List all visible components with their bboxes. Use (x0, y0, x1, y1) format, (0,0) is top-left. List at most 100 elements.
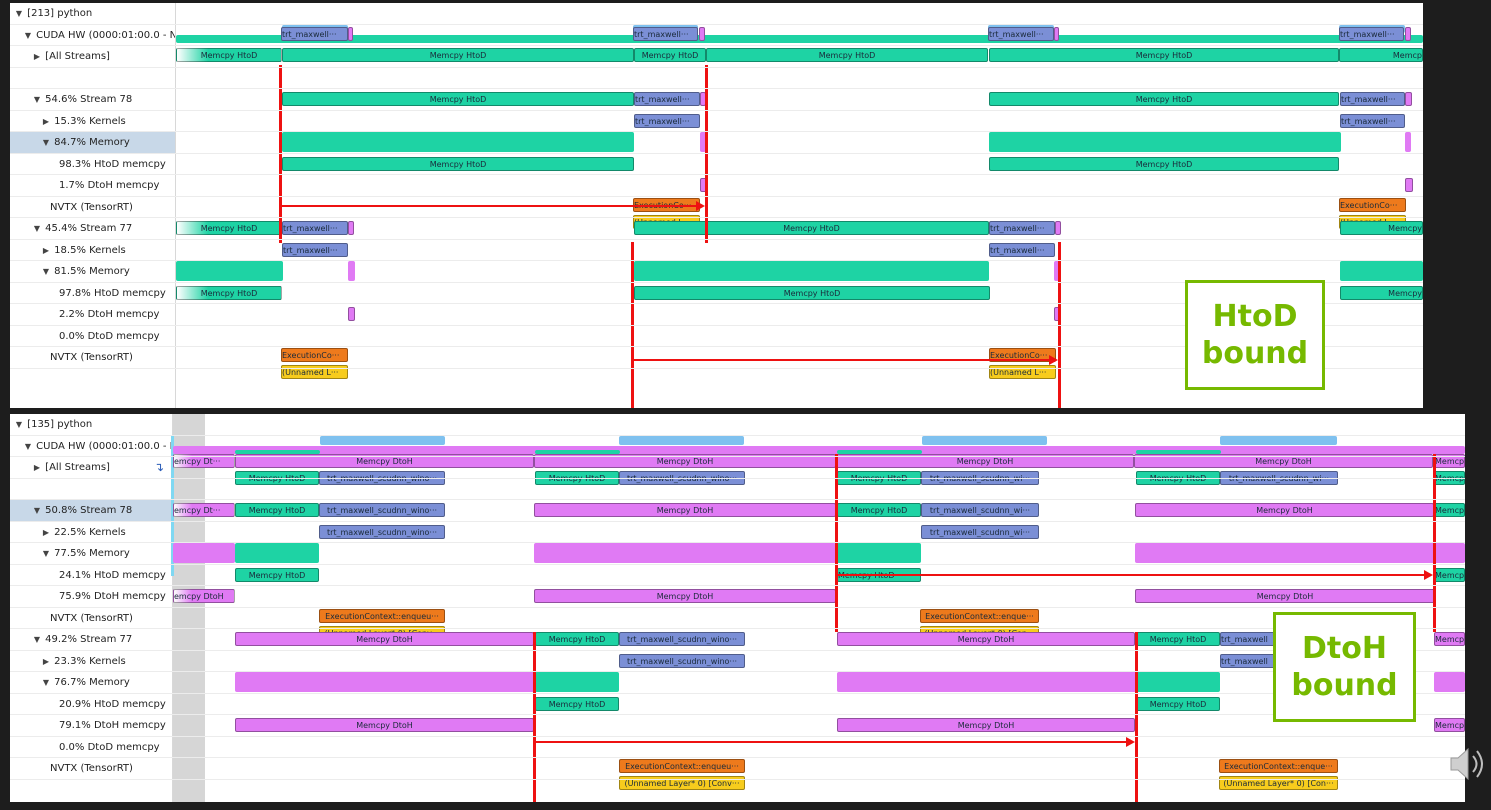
timeline-event[interactable]: Memcpy DtoH (235, 632, 534, 646)
timeline-event[interactable]: Memcpy HtoD (634, 286, 990, 300)
speaker-icon[interactable] (1448, 744, 1486, 784)
dtoh-event[interactable] (1405, 92, 1412, 106)
timeline-event[interactable]: Memcpy DtoH (235, 454, 534, 468)
timeline-event[interactable]: Memcpy HtoD (1136, 697, 1220, 711)
memory-activity[interactable] (348, 261, 355, 281)
dtoh-event[interactable] (1054, 27, 1059, 41)
top-timeline-area[interactable]: trt_maxwell··· trt_maxwell··· trt_maxwell·… (176, 3, 1423, 408)
timeline-event[interactable]: ExecutionContext::enque··· (920, 609, 1039, 623)
row-label[interactable]: ▶ 18.5% Kernels (10, 240, 175, 261)
expand-caret-right-icon[interactable]: ▶ (42, 117, 50, 126)
memory-activity[interactable] (837, 672, 1137, 692)
dtoh-event[interactable] (348, 27, 353, 41)
expand-caret-down-icon[interactable]: ▼ (33, 224, 41, 233)
row-label[interactable]: ▼ 50.8% Stream 78 (10, 500, 172, 521)
timeline-event[interactable]: Memcp (1339, 48, 1423, 62)
expand-caret-down-icon[interactable]: ▼ (24, 31, 32, 40)
timeline-event[interactable]: Memcpy HtoD (176, 48, 282, 62)
cuda-hw-summary[interactable] (173, 446, 1465, 454)
expand-caret-right-icon[interactable]: ▶ (42, 528, 50, 537)
dtoh-event[interactable] (699, 27, 705, 41)
memory-activity[interactable] (534, 543, 836, 563)
timeline-event[interactable]: Memcpy HtoD (1136, 632, 1220, 646)
row-label[interactable]: ▼ 81.5% Memory (10, 261, 175, 282)
timeline-event[interactable]: Memcpy HtoD (282, 92, 634, 106)
expand-caret-right-icon[interactable]: ▶ (42, 246, 50, 255)
row-label[interactable]: ▼ [135] python (10, 414, 172, 435)
row-label[interactable]: ▶ 15.3% Kernels (10, 111, 175, 132)
cuda-hw-htod[interactable] (535, 450, 620, 454)
cuda-hw-htod[interactable] (235, 450, 320, 454)
timeline-event[interactable]: ExecutionCo··· (281, 348, 348, 362)
timeline-event[interactable]: trt_maxwell··· (634, 92, 700, 106)
timeline-event[interactable]: Memcpy HtoD (282, 157, 634, 171)
timeline-event[interactable]: trt_maxwell··· (989, 221, 1055, 235)
timeline-event[interactable]: ExecutionCo··· (1339, 198, 1406, 212)
cuda-hw-activity[interactable] (1220, 436, 1337, 445)
row-label[interactable]: ▼ CUDA HW (0000:01:00.0 - NVI (10, 25, 175, 46)
timeline-event[interactable]: Memcpy DtoH (837, 632, 1135, 646)
memory-activity[interactable] (700, 132, 706, 152)
memory-activity[interactable] (1405, 132, 1411, 152)
row-label[interactable]: ▼ 49.2% Stream 77 (10, 629, 172, 650)
memory-activity[interactable] (235, 672, 535, 692)
memory-activity[interactable] (176, 261, 283, 281)
timeline-event[interactable]: trt_maxwell··· (989, 243, 1055, 257)
row-label[interactable]: ▶ [All Streams]↴ (10, 457, 172, 478)
expand-caret-right-icon[interactable]: ▶ (33, 52, 41, 61)
timeline-event[interactable]: Memcpy HtoD (989, 48, 1339, 62)
timeline-event[interactable]: trt_maxwell··· (1339, 27, 1404, 41)
memory-activity[interactable] (535, 672, 619, 692)
dtoh-event[interactable] (1055, 221, 1061, 235)
memory-activity[interactable] (989, 132, 1341, 152)
dtoh-event[interactable] (348, 307, 355, 321)
expand-caret-right-icon[interactable]: ▶ (33, 463, 41, 472)
memory-activity[interactable] (1136, 672, 1220, 692)
row-label[interactable]: ▶ 22.5% Kernels (10, 522, 172, 543)
timeline-event[interactable]: emcpy DtoH (173, 589, 235, 603)
row-label[interactable]: ▼ 76.7% Memory (10, 672, 172, 693)
timeline-event[interactable]: trt_maxwell··· (1340, 114, 1405, 128)
timeline-event[interactable]: Memcpy HtoD (535, 697, 619, 711)
cuda-hw-activity[interactable] (619, 436, 744, 445)
cuda-hw-activity[interactable] (320, 436, 445, 445)
timeline-event[interactable]: Memcpy (1340, 221, 1423, 235)
timeline-event[interactable]: Memcpy HtoD (989, 157, 1339, 171)
timeline-event[interactable]: Memcpy DtoH (1135, 589, 1435, 603)
row-label[interactable]: ▼ 84.7% Memory (10, 132, 175, 153)
timeline-event[interactable]: Memcpy DtoH (534, 503, 836, 517)
timeline-event[interactable]: Memcpy HtoD (535, 632, 619, 646)
timeline-event[interactable]: Memcpy DtoH (837, 718, 1135, 732)
expand-caret-down-icon[interactable]: ▼ (33, 506, 41, 515)
timeline-event[interactable]: Memcpy HtoD (235, 503, 319, 517)
expand-caret-down-icon[interactable]: ▼ (15, 420, 23, 429)
expand-caret-down-icon[interactable]: ▼ (42, 678, 50, 687)
timeline-event[interactable]: Memcpy DtoH (235, 718, 534, 732)
memory-activity[interactable] (634, 261, 989, 281)
cuda-hw-htod[interactable] (837, 450, 922, 454)
memory-activity[interactable] (235, 543, 319, 563)
expand-caret-down-icon[interactable]: ▼ (15, 9, 23, 18)
row-label[interactable]: ▼ 45.4% Stream 77 (10, 218, 175, 239)
row-label[interactable]: ▼ 77.5% Memory (10, 543, 172, 564)
timeline-event[interactable]: trt_maxwell··· (282, 243, 348, 257)
dtoh-event[interactable] (1405, 27, 1411, 41)
row-label[interactable]: ▼ 54.6% Stream 78 (10, 89, 175, 110)
timeline-event[interactable]: Memcp (1434, 632, 1465, 646)
timeline-event[interactable]: trt_maxwell (1220, 632, 1275, 646)
dtoh-event[interactable] (1405, 178, 1413, 192)
timeline-event[interactable]: Memcpy DtoH (1135, 503, 1434, 517)
memory-activity[interactable] (1434, 672, 1465, 692)
timeline-event[interactable]: Memcpy DtoH (1134, 454, 1433, 468)
memory-activity[interactable] (1135, 543, 1465, 563)
expand-caret-down-icon[interactable]: ▼ (33, 635, 41, 644)
timeline-event[interactable]: ExecutionContext::enque··· (1219, 759, 1338, 773)
timeline-event[interactable]: Memcpy HtoD (176, 221, 282, 235)
expand-caret-down-icon[interactable]: ▼ (24, 442, 32, 451)
cuda-hw-htod[interactable] (1136, 450, 1221, 454)
timeline-event[interactable]: trt_maxwell_scudnn_wino··· (319, 525, 445, 539)
cuda-hw-activity[interactable] (922, 436, 1047, 445)
timeline-event[interactable]: Memcpy (1340, 286, 1423, 300)
timeline-event[interactable]: Memcp (1434, 454, 1465, 468)
timeline-event[interactable]: emcpy Dt··· (173, 454, 235, 468)
